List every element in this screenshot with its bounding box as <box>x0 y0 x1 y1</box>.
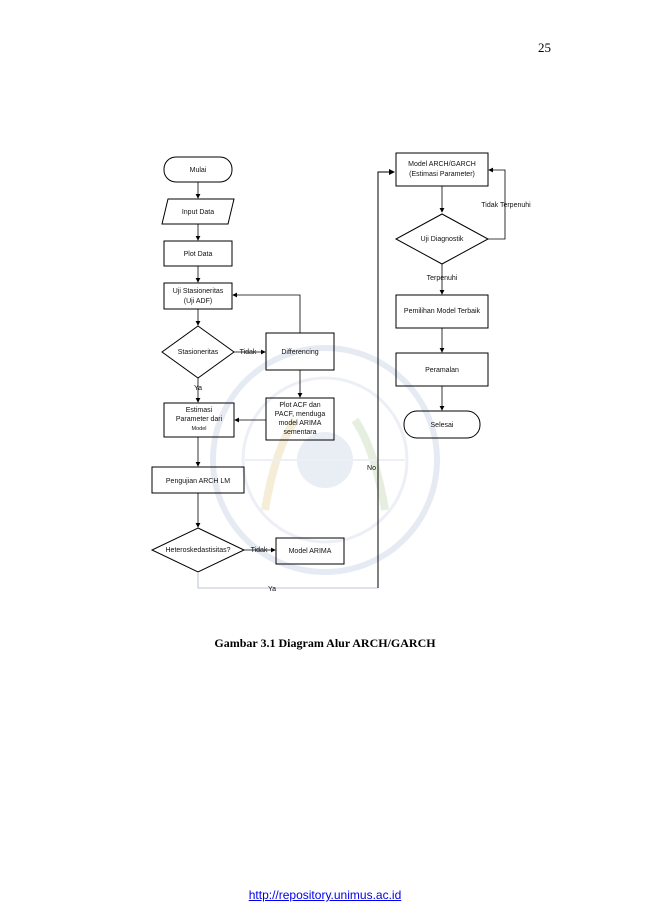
plot-data-label: Plot Data <box>184 251 213 258</box>
uji-stasioneritas-box <box>163 282 233 310</box>
heteroskedastisitas-label: Heteroskedastisitas? <box>166 547 231 554</box>
mulai-label: Mulai <box>190 167 207 174</box>
no-label: No <box>367 465 376 472</box>
model-archgarch-box <box>395 152 489 187</box>
peramalan-label: Peramalan <box>425 367 459 374</box>
model-archgarch-label-2: (Estimasi Parameter) <box>409 171 475 178</box>
repository-link[interactable]: http://repository.unimus.ac.id <box>248 888 402 902</box>
uji-diagnostik-label: Uji Diagnostik <box>421 236 464 243</box>
estimasi-label-2: Parameter dari <box>176 416 223 423</box>
end-terminator <box>403 410 481 439</box>
tidak-label-2: Tidak <box>251 547 268 554</box>
plot-acf-label-3: model ARIMA <box>279 420 322 427</box>
model-arima-label: Model ARIMA <box>289 548 332 555</box>
differencing-label: Differencing <box>281 349 318 356</box>
plot-acf-label-4: sementara <box>283 429 316 436</box>
ya-bottom-label: Ya <box>268 586 276 593</box>
input-data-parallelogram <box>161 198 235 225</box>
tidak-terpenuhi-label: Tidak Terpenuhi <box>481 202 531 209</box>
figure-caption: Gambar 3.1 Diagram Alur ARCH/GARCH <box>214 636 436 650</box>
estimasi-box <box>163 402 235 438</box>
stasioneritas-label: Stasioneritas <box>178 349 219 356</box>
tidak-label-1: Tidak <box>240 349 257 356</box>
plot-acf-label-1: Plot ACF dan <box>279 402 320 409</box>
uji-stasioneritas-label-1: Uji Stasioneritas <box>173 288 224 295</box>
selesai-label: Selesai <box>431 422 454 429</box>
plot-acf-label-2: PACF, menduga <box>275 411 326 418</box>
plot-acf-box <box>265 397 335 441</box>
pemilihan-model-label: Pemilihan Model Terbaik <box>404 308 481 315</box>
model-arima-box <box>275 537 345 565</box>
estimasi-label-3: Model <box>192 426 207 432</box>
pengujian-arch-label: Pengujian ARCH LM <box>166 478 230 485</box>
page-number: 25 <box>538 40 551 55</box>
estimasi-label-1: Estimasi <box>186 407 213 414</box>
input-data-label: Input Data <box>182 209 214 216</box>
model-archgarch-label-1: Model ARCH/GARCH <box>408 161 476 168</box>
uji-stasioneritas-label-2: (Uji ADF) <box>184 298 212 305</box>
university-seal-watermark <box>210 345 440 575</box>
